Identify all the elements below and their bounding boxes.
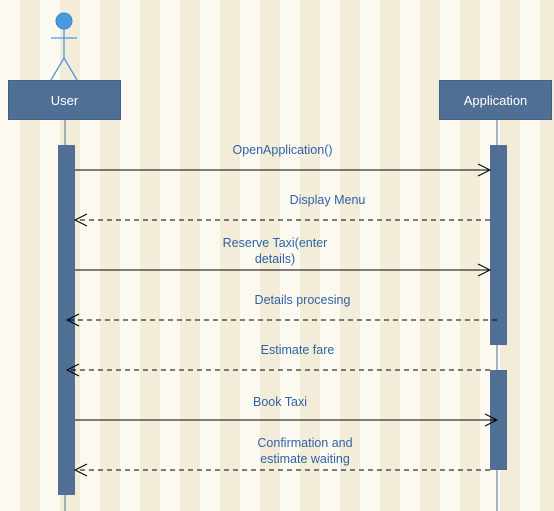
message-label-details-processing: Details procesing xyxy=(254,293,351,307)
arrowhead-confirmation xyxy=(73,463,88,477)
user-label: User xyxy=(50,92,79,108)
message-arrow-estimate-fare xyxy=(65,363,490,377)
arrowhead-estimate-fare xyxy=(65,363,80,377)
message-label-display-menu: Display Menu xyxy=(289,193,366,207)
application-label: Application xyxy=(463,92,528,108)
message-label-estimate-fare: Estimate fare xyxy=(260,343,335,357)
message-arrow-reserve-taxi xyxy=(75,263,492,277)
arrowhead-reserve-taxi xyxy=(477,263,492,277)
message-arrow-display-menu xyxy=(73,213,490,227)
application-activation-bar-2 xyxy=(490,370,507,470)
user-actor-icon xyxy=(50,12,78,81)
arrowhead-book-taxi xyxy=(484,413,499,427)
message-arrows xyxy=(65,163,499,477)
message-label-confirmation: Confirmation and estimate waiting xyxy=(257,436,353,466)
message-arrow-details-processing xyxy=(65,313,497,327)
message-arrow-book-taxi xyxy=(75,413,499,427)
message-arrow-open-application xyxy=(75,163,492,177)
message-label-open-application: OpenApplication() xyxy=(232,143,333,157)
arrowhead-open-application xyxy=(477,163,492,177)
arrowhead-details-processing xyxy=(65,313,80,327)
message-label-book-taxi: Book Taxi xyxy=(253,395,307,409)
user-lifeline-box: User xyxy=(8,80,121,120)
application-lifeline-box: Application xyxy=(439,80,552,120)
message-arrow-confirmation xyxy=(73,463,490,477)
arrowhead-display-menu xyxy=(73,213,88,227)
message-label-reserve-taxi: Reserve Taxi(enter details) xyxy=(222,236,328,266)
application-activation-bar-1 xyxy=(490,145,507,345)
